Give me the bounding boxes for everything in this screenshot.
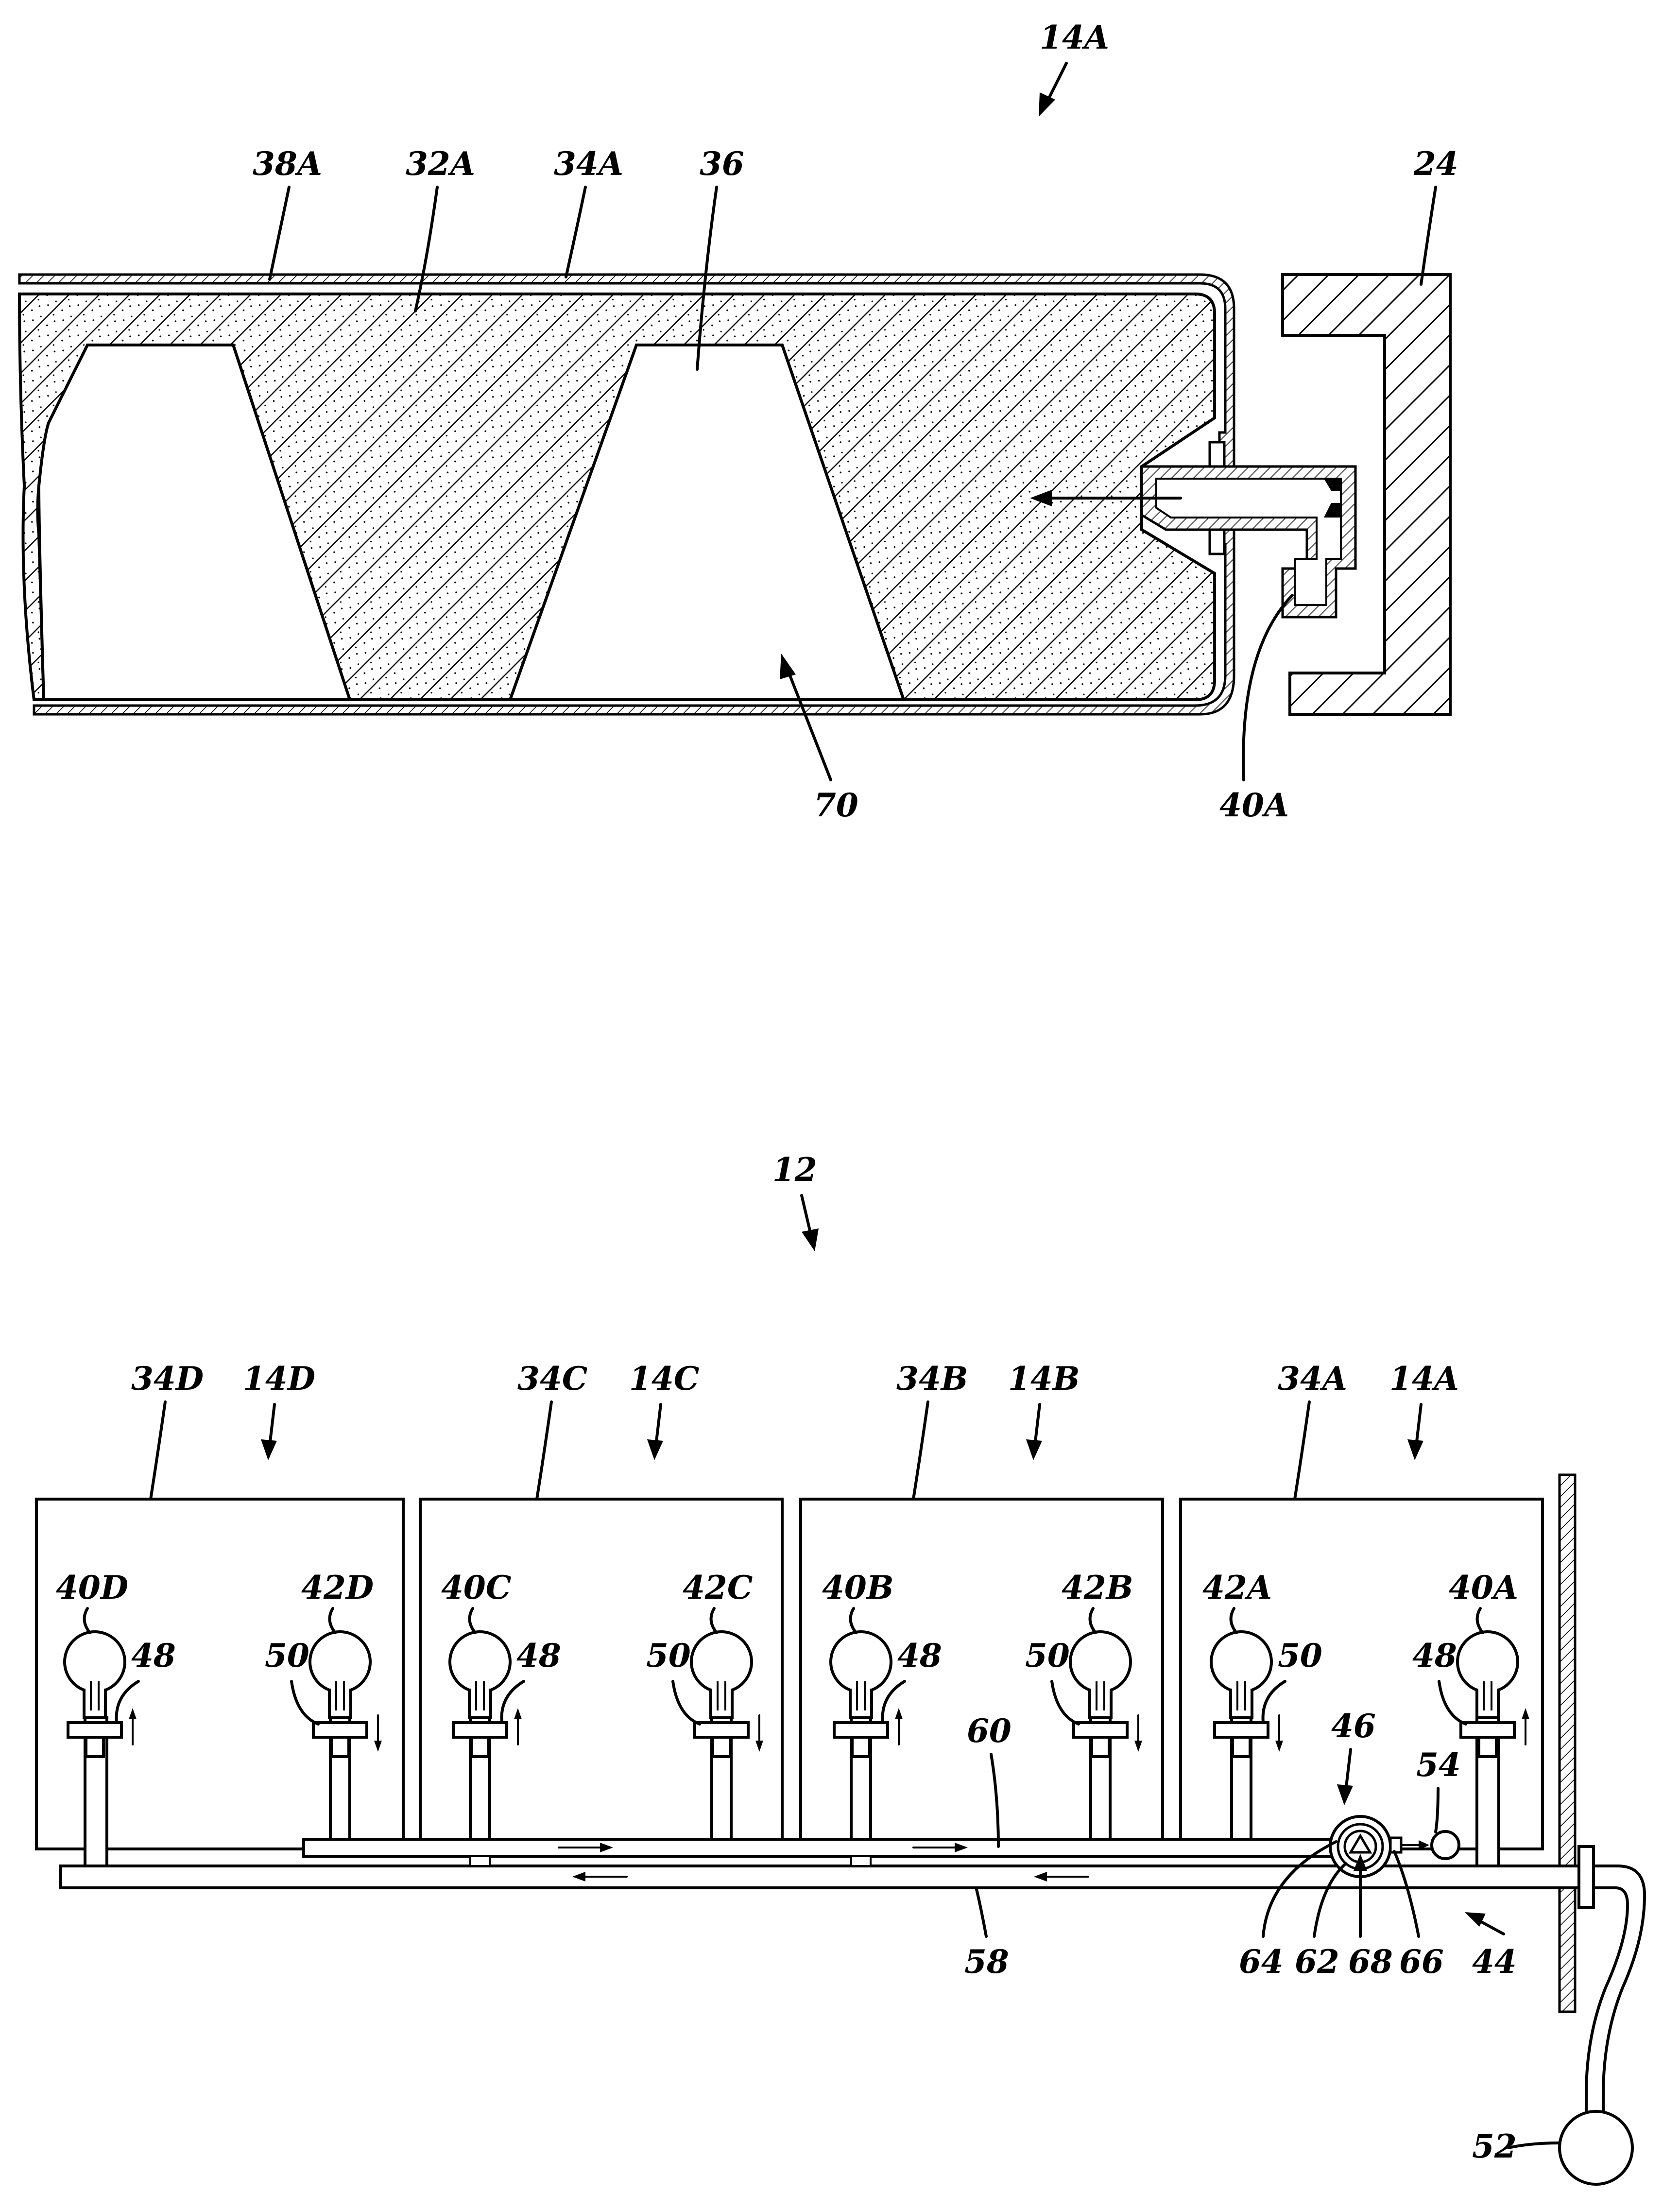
label-58: 58	[964, 1943, 1009, 1981]
label-34A-top: 34A	[554, 145, 623, 183]
check-valve-42A	[1215, 1723, 1268, 1737]
label-valve-42A: 42A	[1202, 1569, 1272, 1606]
label-38A: 38A	[253, 145, 322, 183]
label-34A-bottom: 34A	[1278, 1360, 1347, 1398]
label-60: 60	[967, 1712, 1011, 1750]
valve-bulb-42B	[1070, 1632, 1131, 1692]
label-valve-40A: 40A	[1449, 1569, 1518, 1606]
label-34B: 34B	[896, 1360, 968, 1398]
label-32A: 32A	[406, 145, 475, 183]
label-14B: 14B	[1008, 1360, 1080, 1398]
valve-coupling-40D	[86, 1737, 103, 1757]
label-36: 36	[700, 145, 744, 183]
label-accessory-0: 48	[131, 1637, 176, 1675]
label-14A-bottom: 14A	[1389, 1360, 1459, 1398]
valve-coupling-40A	[1479, 1737, 1496, 1757]
label-14A-top: 14A	[1040, 18, 1109, 56]
label-68: 68	[1348, 1943, 1393, 1981]
valve-coupling-40B	[852, 1737, 870, 1757]
check-valve-42D	[313, 1723, 367, 1737]
valve-stem-42C	[711, 1689, 732, 1718]
ref-arrow-12	[802, 1195, 819, 1251]
label-valve-42C: 42C	[683, 1569, 753, 1606]
top-section-figure: 14A 38A 32A 34A	[19, 18, 1458, 824]
valve-coupling-42A	[1233, 1737, 1250, 1757]
label-54: 54	[1416, 1746, 1461, 1784]
check-valve-42B	[1074, 1723, 1127, 1737]
label-valve-40C: 40C	[441, 1569, 511, 1606]
fitting-44	[1579, 1847, 1645, 2119]
leader-34A-top	[566, 187, 585, 277]
valve-stem-42B	[1090, 1689, 1111, 1718]
label-accessory-2: 48	[516, 1637, 561, 1675]
wall-panel	[1560, 1475, 1575, 2012]
valve-bulb-40B	[831, 1632, 891, 1692]
valve-stem-42A	[1231, 1689, 1252, 1718]
label-valve-42B: 42B	[1062, 1569, 1133, 1606]
check-valve-40A	[1461, 1723, 1514, 1737]
label-46: 46	[1331, 1707, 1376, 1745]
valve-coupling-42C	[713, 1737, 730, 1757]
valve-bulb-42A	[1211, 1632, 1271, 1692]
label-accessory-1: 50	[265, 1637, 309, 1675]
check-valve-42C	[695, 1723, 748, 1737]
check-valve-40D	[68, 1723, 121, 1737]
label-34C: 34C	[517, 1360, 587, 1398]
valve-bulb-40A	[1457, 1632, 1518, 1692]
squeeze-bulb-52	[1560, 2111, 1632, 2184]
valve-stem-40C	[469, 1689, 491, 1718]
sensor-54	[1432, 1831, 1459, 1859]
leader-40A-top	[1243, 595, 1292, 780]
label-12: 12	[772, 1151, 817, 1189]
valve-stem-40B	[850, 1689, 872, 1718]
label-valve-40D: 40D	[56, 1569, 128, 1606]
bottom-section-figure: 12 34D 14D 34C 14C 34B 14B	[36, 1151, 1645, 2184]
check-valve-40B	[834, 1723, 888, 1737]
valve-coupling-42D	[331, 1737, 349, 1757]
valve-stem-40A	[1477, 1689, 1498, 1718]
label-14C: 14C	[629, 1360, 699, 1398]
valve-coupling-40C	[471, 1737, 489, 1757]
label-34D: 34D	[131, 1360, 204, 1398]
label-valve-42D: 42D	[301, 1569, 374, 1606]
leader-24	[1421, 187, 1436, 284]
leader-38A	[270, 187, 289, 279]
pipe-60	[304, 1839, 1331, 1856]
valve-stem-42D	[329, 1689, 351, 1718]
label-64: 64	[1239, 1943, 1284, 1981]
label-24: 24	[1413, 145, 1458, 183]
label-valve-40B: 40B	[822, 1569, 894, 1606]
label-44: 44	[1472, 1943, 1517, 1981]
label-66: 66	[1399, 1943, 1444, 1981]
label-40A-top: 40A	[1219, 786, 1289, 824]
valve-bulb-40C	[450, 1632, 510, 1692]
label-70: 70	[814, 786, 858, 824]
valve-bulb-42D	[310, 1632, 370, 1692]
label-accessory-6: 50	[1278, 1637, 1322, 1675]
label-14D: 14D	[243, 1360, 315, 1398]
label-accessory-7: 48	[1412, 1637, 1457, 1675]
valve-bulb-42C	[691, 1632, 752, 1692]
valve-bulb-40D	[65, 1632, 125, 1692]
label-62: 62	[1295, 1943, 1339, 1981]
label-accessory-4: 48	[897, 1637, 942, 1675]
valve-stem-40D	[84, 1689, 105, 1718]
check-valve-40C	[453, 1723, 507, 1737]
ref-arrow-14A	[1039, 63, 1066, 117]
label-accessory-3: 50	[646, 1637, 691, 1675]
valve-coupling-42B	[1092, 1737, 1109, 1757]
label-accessory-5: 50	[1025, 1637, 1070, 1675]
leader-32A	[415, 187, 437, 311]
